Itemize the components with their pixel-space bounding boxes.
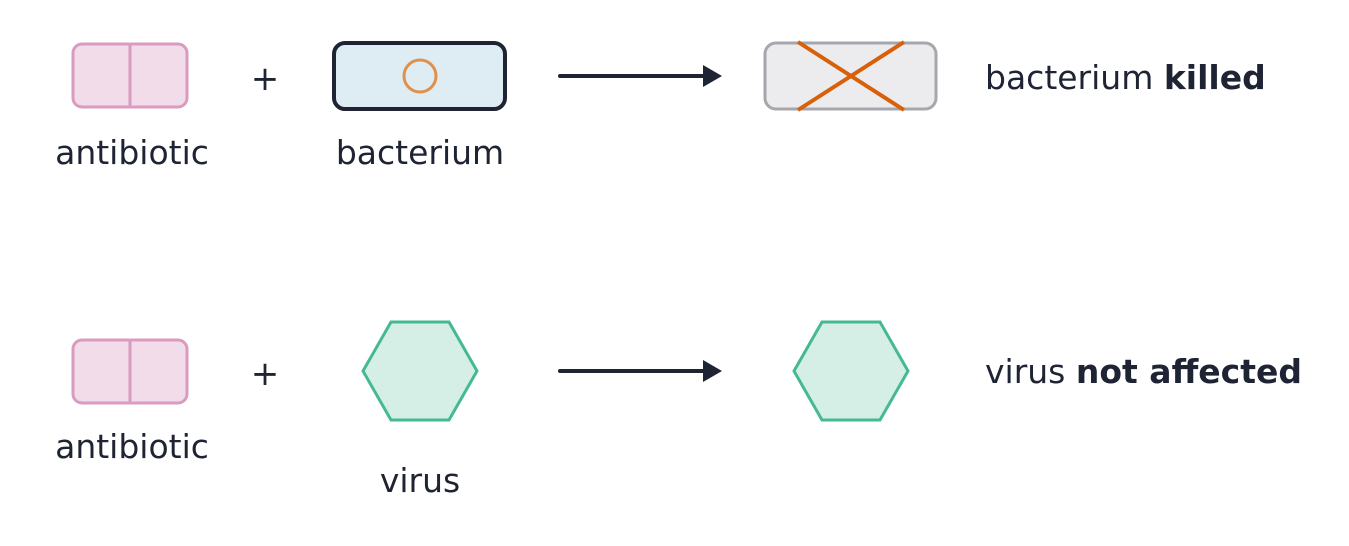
result-prefix: virus [985,352,1066,391]
result-text: virus not affected [985,355,1302,388]
reaction-arrow [558,360,722,382]
bacterium-label: bacterium [335,133,505,172]
result-text: bacterium killed [985,61,1266,94]
antibiotic-icon [71,338,189,405]
plus-sign: + [251,59,280,99]
cross-icon [796,40,906,112]
virus-icon [361,320,479,422]
virus-icon [792,320,910,422]
antibiotic-label: antibiotic [55,133,209,172]
reaction-arrow [558,65,722,87]
result-emphasis: not affected [1075,352,1303,391]
virus-label: virus [379,461,461,500]
result-emphasis: killed [1163,58,1266,97]
bacterium-icon [332,41,507,111]
antibiotic-icon [71,42,189,109]
result-prefix: bacterium [985,58,1154,97]
antibiotic-label: antibiotic [55,427,209,466]
plus-sign: + [251,354,280,394]
